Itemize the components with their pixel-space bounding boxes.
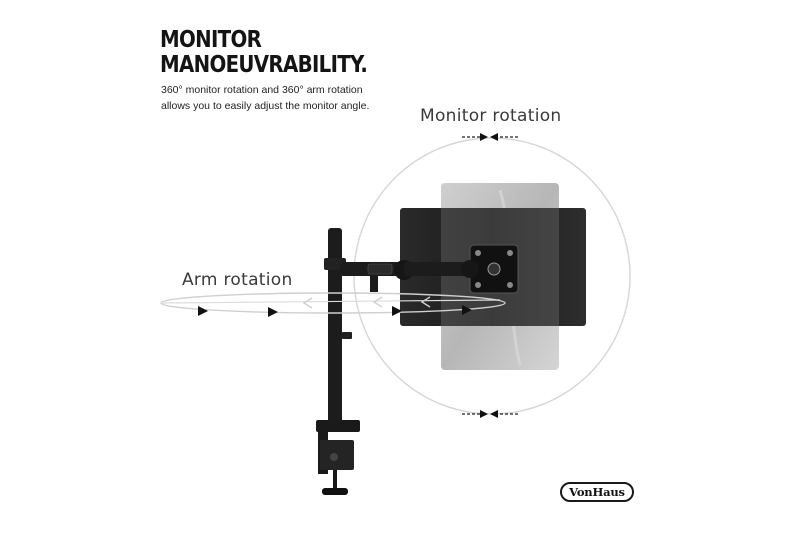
- arm-drop-bracket: [370, 276, 378, 292]
- arm-rotation-orbit: [160, 292, 506, 314]
- arm-rotation-arrows-front: [198, 305, 472, 317]
- headline-line-2: MANOEUVRABILITY.: [160, 52, 368, 78]
- description-line-1: 360° monitor rotation and 360° arm rotat…: [161, 84, 363, 96]
- headline-line-1: MONITOR: [160, 27, 262, 53]
- monitor-rotation-label: Monitor rotation: [420, 106, 562, 126]
- arm-joint-2: [461, 260, 479, 278]
- description: 360° monitor rotation and 360° arm rotat…: [161, 82, 369, 114]
- mount-pole: [328, 228, 342, 428]
- arm-rotation-arrows-back: [302, 296, 431, 309]
- arm-rotation-label: Arm rotation: [182, 270, 293, 290]
- vesa-mount-plate: [469, 244, 519, 294]
- description-line-2: allows you to easily adjust the monitor …: [161, 100, 370, 112]
- monitor-rotation-arrows-top: [462, 133, 520, 141]
- desk-clamp: [316, 420, 360, 495]
- arm-label-plate: [367, 263, 393, 275]
- height-knob: [342, 332, 352, 339]
- arm-rotation-back-line: [161, 299, 501, 304]
- headline: MONITOR MANOEUVRABILITY.: [160, 27, 368, 78]
- brand-logo: VonHaus: [560, 482, 634, 502]
- monitor-rotation-arrows-bottom: [462, 410, 520, 418]
- arm-segment-2: [404, 262, 474, 276]
